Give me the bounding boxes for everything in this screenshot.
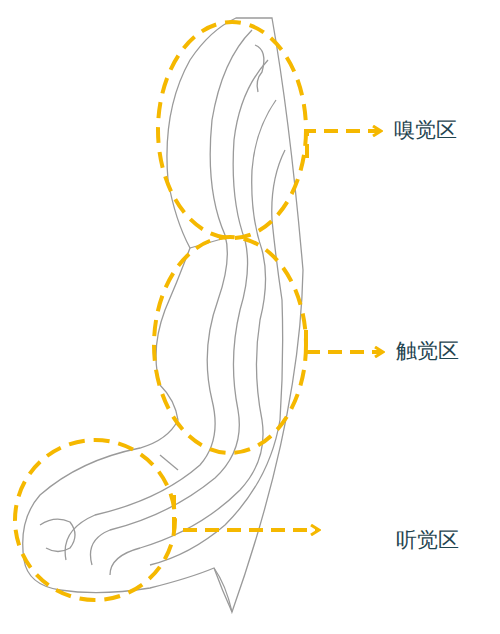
zone-label: 听觉区 (396, 528, 459, 553)
zone-label: 触觉区 (396, 339, 459, 364)
zone-circle (15, 22, 306, 600)
park-outline (23, 18, 303, 612)
zone-label: 嗅觉区 (394, 118, 457, 143)
leader-arrow (174, 131, 382, 530)
